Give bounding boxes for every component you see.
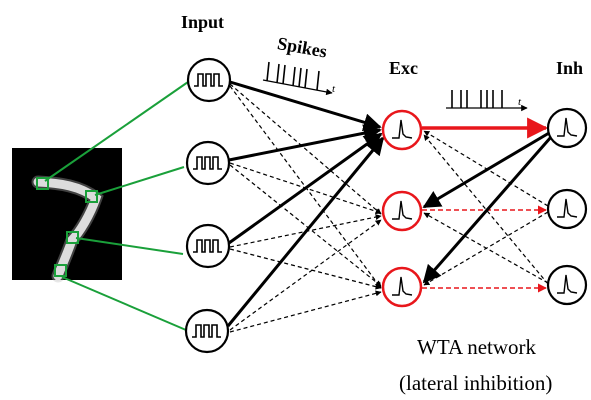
pixel-to-input-arrows (44, 81, 189, 331)
square-pulse-train-icon (193, 239, 222, 253)
square-pulse-train-icon (193, 156, 222, 170)
caption-line-2: (lateral inhibition) (399, 371, 552, 395)
inh-exc-bold-connections (422, 131, 553, 284)
square-pulse-train-icon (194, 73, 223, 87)
input-layer-label: Input (181, 12, 224, 32)
inh-layer (546, 107, 588, 306)
pixel-box-2 (85, 190, 98, 203)
exc-neuron-3 (381, 266, 423, 308)
spikes-label: Spikes (276, 33, 329, 61)
square-pulse-train-icon (192, 324, 221, 338)
exc-neuron-2 (381, 190, 423, 232)
caption-line-1: WTA network (417, 335, 537, 359)
exc-inh-connections (422, 117, 549, 293)
exc-neuron-1 (381, 109, 423, 151)
digit-image (12, 148, 122, 283)
input-exc-bold-connections (226, 80, 385, 327)
spike-icon (557, 274, 578, 294)
spike-train-exc: t (446, 90, 528, 112)
pixel-box-4 (54, 264, 67, 277)
time-axis-label: t (332, 83, 336, 95)
time-axis-label-2: t (518, 96, 522, 108)
spike-icon (392, 119, 413, 139)
spike-icon (557, 198, 578, 218)
inh-neuron-1 (546, 107, 588, 149)
spike-icon (392, 200, 413, 220)
inh-neuron-3 (546, 264, 588, 306)
inh-neuron-2 (546, 188, 588, 230)
pixel-box-1 (36, 177, 49, 190)
inh-layer-label: Inh (556, 58, 583, 78)
exc-layer-label: Exc (389, 58, 418, 78)
inh-exc-dashed-connections (423, 130, 549, 286)
spike-train-input: t (262, 61, 336, 96)
input-neuron-2 (185, 140, 231, 186)
input-neuron-1 (186, 57, 232, 103)
spike-icon (557, 117, 578, 137)
exc-layer (381, 109, 423, 308)
input-neuron-4 (184, 308, 230, 354)
spike-icon (392, 276, 413, 296)
input-neuron-3 (185, 223, 231, 269)
input-layer (184, 57, 232, 354)
